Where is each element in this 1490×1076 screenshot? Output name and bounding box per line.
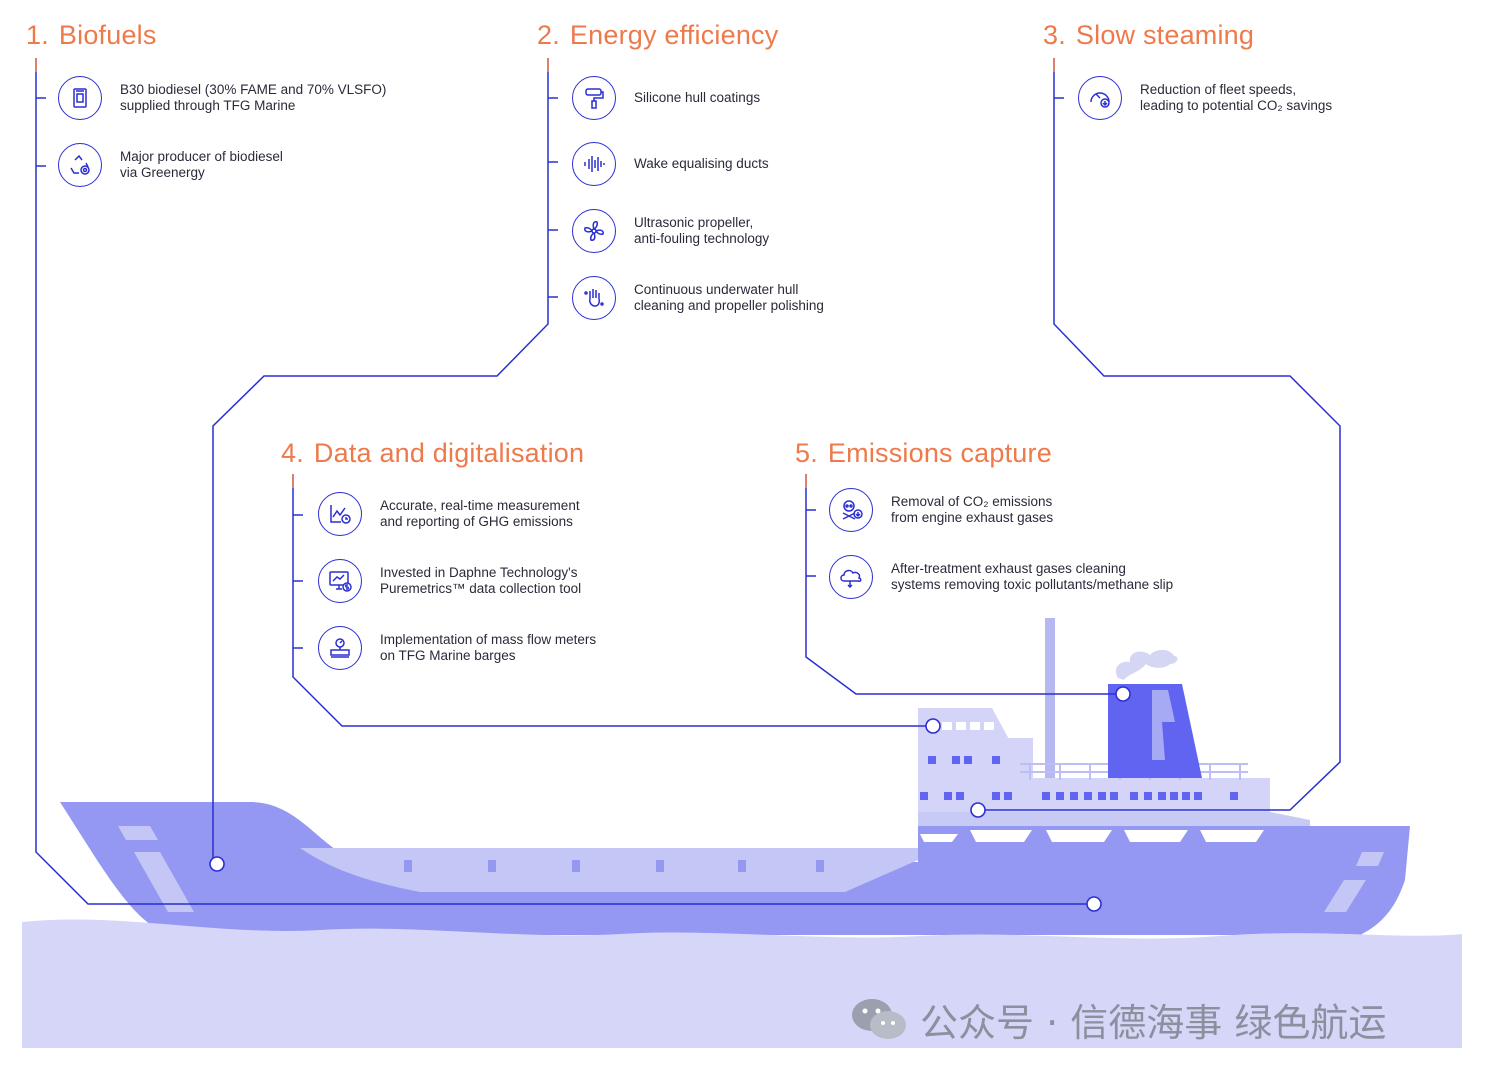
section-title: Biofuels xyxy=(58,20,157,50)
toxic-skull-icon xyxy=(829,488,873,532)
item-line: B30 biodiesel (30% FAME and 70% VLSFO) xyxy=(120,82,387,97)
item-line: anti-fouling technology xyxy=(634,231,770,246)
hull-rail-posts xyxy=(404,858,824,872)
item-line: leading to potential CO₂ savings xyxy=(1140,98,1333,113)
item-line: cleaning and propeller polishing xyxy=(634,298,824,313)
item-line: Invested in Daphne Technology's xyxy=(380,565,578,580)
ship-lifeboats xyxy=(920,830,1264,842)
connector-dots xyxy=(209,686,1131,912)
recycle-icon xyxy=(58,143,102,187)
list-item: Reduction of fleet speeds, leading to po… xyxy=(1078,76,1430,120)
section-title: Slow steaming xyxy=(1075,20,1255,50)
list-item: Accurate, real-time measurement and repo… xyxy=(318,492,670,536)
section-number: 2. xyxy=(537,20,560,50)
hand-cleaning-icon xyxy=(572,276,616,320)
list-item: After-treatment exhaust gases cleaning s… xyxy=(829,555,1231,599)
section-number: 4. xyxy=(281,438,304,468)
flow-meter-icon xyxy=(318,626,362,670)
item-line: Wake equalising ducts xyxy=(634,156,769,171)
item-line: Continuous underwater hull xyxy=(634,282,799,297)
list-item: Removal of CO₂ emissions from engine exh… xyxy=(829,488,1181,532)
sound-wave-icon xyxy=(572,142,616,186)
connector-lines xyxy=(35,58,1341,905)
list-item: Invested in Daphne Technology's Puremetr… xyxy=(318,559,670,603)
list-item: Ultrasonic propeller, anti-fouling techn… xyxy=(572,209,924,253)
co2-cloud-icon xyxy=(829,555,873,599)
section-heading-slow-steaming: 3. Slow steaming xyxy=(1043,20,1254,51)
section-title: Energy efficiency xyxy=(569,20,779,50)
ship-mast xyxy=(1045,618,1055,778)
ship-deck-upper xyxy=(918,738,1033,812)
list-item: Implementation of mass flow meters on TF… xyxy=(318,626,670,670)
section-heading-energy-efficiency: 2. Energy efficiency xyxy=(537,20,778,51)
list-item: Continuous underwater hull cleaning and … xyxy=(572,276,924,320)
section-heading-emissions-capture: 5. Emissions capture xyxy=(795,438,1052,469)
item-line: Reduction of fleet speeds, xyxy=(1140,82,1297,97)
funnel-stripe xyxy=(1152,690,1175,760)
section-heading-biofuels: 1. Biofuels xyxy=(26,20,157,51)
section-number: 1. xyxy=(26,20,49,50)
section-title: Emissions capture xyxy=(827,438,1052,468)
section-heading-data-digitalisation: 4. Data and digitalisation xyxy=(281,438,584,469)
item-line: Silicone hull coatings xyxy=(634,90,761,105)
paint-roller-icon xyxy=(572,76,616,120)
sea-waves xyxy=(22,919,1462,1048)
item-line: via Greenergy xyxy=(120,165,205,180)
ship-deck xyxy=(918,812,1310,826)
propeller-icon xyxy=(572,209,616,253)
item-line: Implementation of mass flow meters xyxy=(380,632,597,647)
item-line: on TFG Marine barges xyxy=(380,648,516,663)
bow-stripes xyxy=(118,826,1384,912)
wechat-icon xyxy=(852,998,906,1039)
item-line: Removal of CO₂ emissions xyxy=(891,494,1053,509)
section-title: Data and digitalisation xyxy=(313,438,585,468)
list-item: Silicone hull coatings xyxy=(572,76,924,120)
item-line: Accurate, real-time measurement xyxy=(380,498,580,513)
item-line: systems removing toxic pollutants/methan… xyxy=(891,577,1174,592)
item-line: Ultrasonic propeller, xyxy=(634,215,754,230)
item-line: and reporting of GHG emissions xyxy=(380,514,573,529)
watermark-text: 公众号 · 信德海事 绿色航运 xyxy=(920,1001,1387,1045)
bridge-windows xyxy=(942,722,994,730)
watermark: 公众号 · 信德海事 绿色航运 xyxy=(850,992,1386,1047)
speedometer-icon xyxy=(1078,76,1122,120)
line-accents xyxy=(35,58,1055,488)
smoke-puff xyxy=(1115,649,1178,680)
fuel-can-icon xyxy=(58,76,102,120)
section-number: 3. xyxy=(1043,20,1066,50)
chart-clock-icon xyxy=(318,492,362,536)
list-item: Major producer of biodiesel via Greenerg… xyxy=(58,143,410,187)
ship-windows xyxy=(920,756,1238,800)
list-item: Wake equalising ducts xyxy=(572,142,924,186)
item-line: from engine exhaust gases xyxy=(891,510,1054,525)
item-line: Puremetrics™ data collection tool xyxy=(380,581,582,596)
monitor-dollar-icon xyxy=(318,559,362,603)
section-number: 5. xyxy=(795,438,818,468)
item-line: After-treatment exhaust gases cleaning xyxy=(891,561,1126,576)
item-line: Major producer of biodiesel xyxy=(120,149,283,164)
list-item: B30 biodiesel (30% FAME and 70% VLSFO) s… xyxy=(58,76,410,120)
hull-rail xyxy=(330,854,918,860)
item-line: supplied through TFG Marine xyxy=(120,98,296,113)
